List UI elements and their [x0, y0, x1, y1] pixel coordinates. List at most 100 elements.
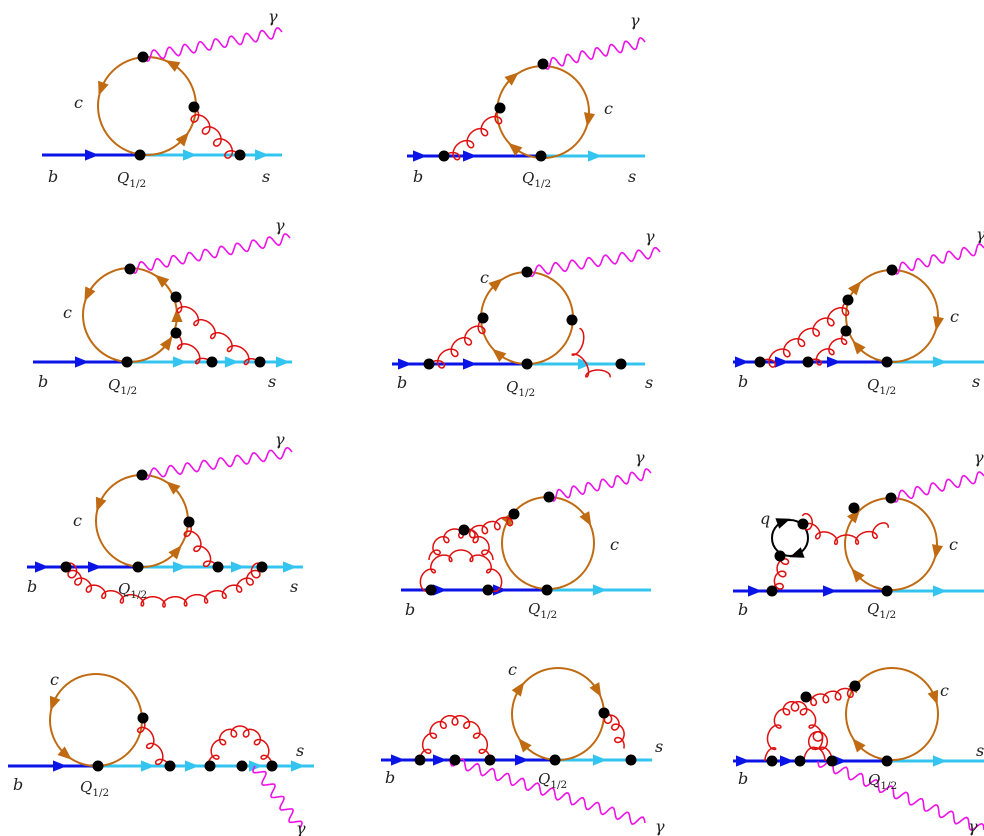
loop-arrow — [98, 80, 109, 96]
b-label: b — [738, 769, 748, 788]
loop-arrow — [165, 60, 181, 72]
s-label: s — [296, 741, 304, 760]
vertex-dot — [484, 754, 496, 766]
vertex-dot — [124, 263, 136, 275]
b-quark-line-arrow — [748, 585, 762, 597]
loop-arrow — [511, 681, 525, 697]
loop-arrow — [927, 689, 939, 705]
b-quark-line-arrow — [75, 356, 89, 368]
vertex-dot — [881, 585, 893, 597]
loop-arrow — [852, 340, 866, 355]
b-label: b — [48, 167, 58, 186]
loop-arrow — [154, 274, 170, 288]
b-quark-line-arrow — [391, 754, 405, 766]
b-quark-line-arrow — [433, 754, 447, 766]
gamma-label: γ — [275, 216, 285, 235]
vertex-dot — [236, 760, 248, 772]
s-quark-line-arrow — [231, 561, 245, 573]
s-label: s — [655, 737, 663, 756]
photon-line — [526, 246, 661, 278]
loop-arrow — [851, 568, 865, 583]
gamma-label: γ — [645, 227, 655, 246]
c-label: c — [50, 670, 59, 689]
vertex-dot — [549, 754, 561, 766]
operator-label: Q1/2 — [118, 580, 147, 601]
vertex-dot — [802, 356, 814, 368]
vertex-dot — [535, 150, 547, 162]
gluon-line — [428, 528, 494, 560]
s-label: s — [976, 741, 984, 760]
operator-label: Q1/2 — [117, 169, 146, 190]
vertex-dot — [256, 561, 268, 573]
vertex-dot — [60, 561, 72, 573]
loop-arrow — [518, 738, 532, 753]
s-quark-line-arrow — [276, 356, 290, 368]
loop-arrow — [789, 547, 805, 558]
vertex-dot — [164, 760, 176, 772]
vertex-dot — [774, 550, 786, 562]
gluon-line — [65, 562, 263, 608]
gluon-line — [183, 521, 219, 568]
vertex-dot — [848, 502, 860, 514]
b-label: b — [413, 167, 423, 186]
loop-arrow — [932, 544, 943, 559]
gamma-label: γ — [968, 817, 978, 836]
vertex-dot — [425, 584, 437, 596]
vertex-dot — [842, 294, 854, 306]
b-label: b — [405, 600, 415, 619]
b-quark-line-arrow — [736, 755, 750, 767]
operator-label: Q1/2 — [528, 600, 557, 621]
vertex-dot — [482, 584, 494, 596]
vertex-dot — [885, 492, 897, 504]
c-label: c — [949, 535, 958, 554]
vertex-dot — [170, 327, 182, 339]
vertex-dot — [840, 325, 852, 337]
vertex-dot — [508, 508, 520, 520]
b-quark-line-arrow — [823, 585, 837, 597]
q-label: q — [760, 509, 770, 528]
vertex-dot — [204, 760, 216, 772]
s-label: s — [268, 372, 276, 391]
vertex-dot — [754, 356, 766, 368]
photon-line — [142, 26, 283, 63]
gluon-line — [443, 107, 503, 161]
loop-arrow — [847, 509, 861, 524]
photon-line — [542, 37, 646, 70]
b-quark-line-arrow — [88, 561, 102, 573]
b-quark-line-arrow — [398, 358, 412, 370]
c-label: c — [480, 268, 489, 287]
light-quark-loop — [771, 519, 809, 557]
gluon-line — [805, 685, 856, 707]
photon-line — [817, 760, 984, 831]
vertex-dot — [521, 266, 533, 278]
gluon-line — [603, 711, 625, 749]
vertex-dot — [458, 524, 470, 536]
gluon-line — [419, 714, 491, 760]
b-quark-line-arrow — [35, 561, 49, 573]
photon-line — [129, 233, 291, 274]
vertex-dot — [170, 291, 182, 303]
s-quark-line-arrow — [173, 561, 187, 573]
gluon-line — [571, 327, 611, 378]
operator-label: Q1/2 — [506, 378, 535, 399]
gluon-line — [428, 317, 486, 369]
loop-arrow — [584, 112, 595, 127]
c-label: c — [73, 511, 82, 530]
vertex-dot — [477, 312, 489, 324]
vertex-dot — [132, 561, 144, 573]
b-quark-line-arrow — [433, 584, 447, 596]
vertex-dot — [566, 314, 578, 326]
vertex-dot — [541, 584, 553, 596]
photon-line — [890, 471, 984, 503]
vertex-dot — [881, 356, 893, 368]
vertex-dot — [134, 149, 146, 161]
vertex-dot — [537, 58, 549, 70]
s-label: s — [645, 373, 653, 392]
b-quark-line-arrow — [413, 150, 427, 162]
s-label: s — [628, 167, 636, 186]
vertex-dot — [494, 102, 506, 114]
